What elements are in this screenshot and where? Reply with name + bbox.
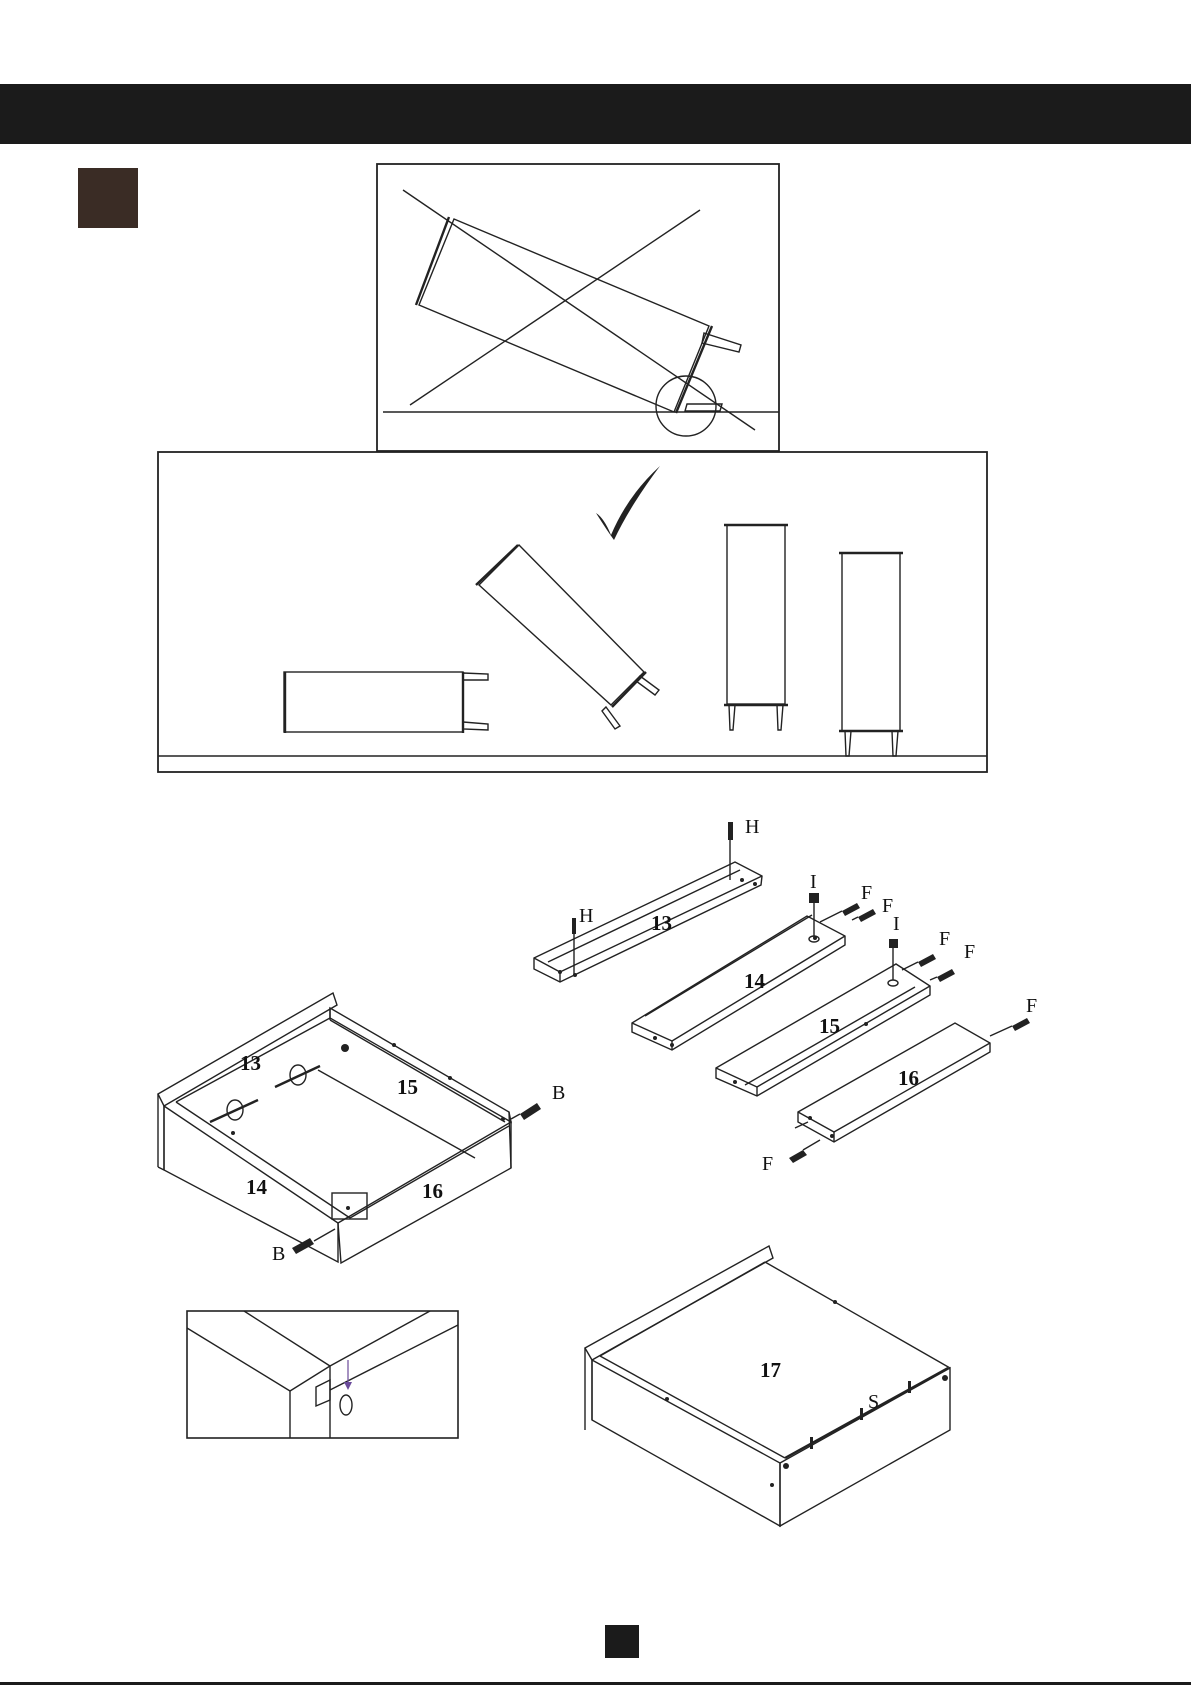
cam-lock-i-icon [888, 939, 898, 986]
label-s: S [868, 1391, 879, 1413]
cabinet-lying [284, 672, 488, 733]
panel-16: 16 [798, 1023, 990, 1142]
frame-label-14: 14 [246, 1175, 268, 1199]
bottom-label-17: 17 [760, 1358, 781, 1382]
cabinet-tilting [476, 545, 659, 729]
label-f-4: F [964, 941, 975, 963]
drawer-with-bottom: S 17 [585, 1246, 950, 1526]
check-mark-icon [596, 466, 660, 540]
label-f-3: F [939, 928, 950, 950]
panel-label-14: 14 [744, 969, 766, 993]
drawer-frame-assembled: B B 13 15 14 16 [158, 993, 565, 1265]
label-h-top: H [745, 816, 759, 838]
hole-icon [340, 1395, 352, 1415]
correct-method-panel [158, 452, 987, 772]
label-i-2: I [893, 913, 900, 935]
corner-detail-inset [187, 1311, 458, 1438]
label-b-right: B [552, 1082, 565, 1104]
label-f-2: F [882, 895, 893, 917]
label-f-6: F [762, 1153, 773, 1175]
frame-label-16: 16 [422, 1179, 443, 1203]
label-f-5: F [1026, 995, 1037, 1017]
panel-label-16: 16 [898, 1066, 919, 1090]
cabinet-upright-1 [724, 525, 788, 730]
label-h-left: H [579, 905, 593, 927]
panel-label-13: 13 [651, 911, 672, 935]
page-marker [605, 1625, 639, 1658]
tilted-cabinet-wrong [416, 217, 741, 413]
label-f-1: F [861, 882, 872, 904]
exploded-drawer-parts: 13 14 15 16 [534, 816, 1037, 1175]
frame-label-13: 13 [240, 1051, 261, 1075]
cabinet-upright-2 [839, 553, 903, 756]
detail-callout-box [332, 1193, 367, 1219]
wrong-method-panel [377, 164, 779, 451]
panel-label-15: 15 [819, 1014, 840, 1038]
frame-label-15: 15 [397, 1075, 418, 1099]
screw-s-icon [810, 1381, 911, 1449]
cam-lock-icon [210, 1044, 349, 1122]
cross-out-icon [403, 190, 755, 430]
label-b-left: B [272, 1243, 285, 1265]
screw-h-icon [728, 822, 733, 880]
label-i-1: I [810, 871, 817, 893]
panel-14: 14 [632, 915, 845, 1050]
